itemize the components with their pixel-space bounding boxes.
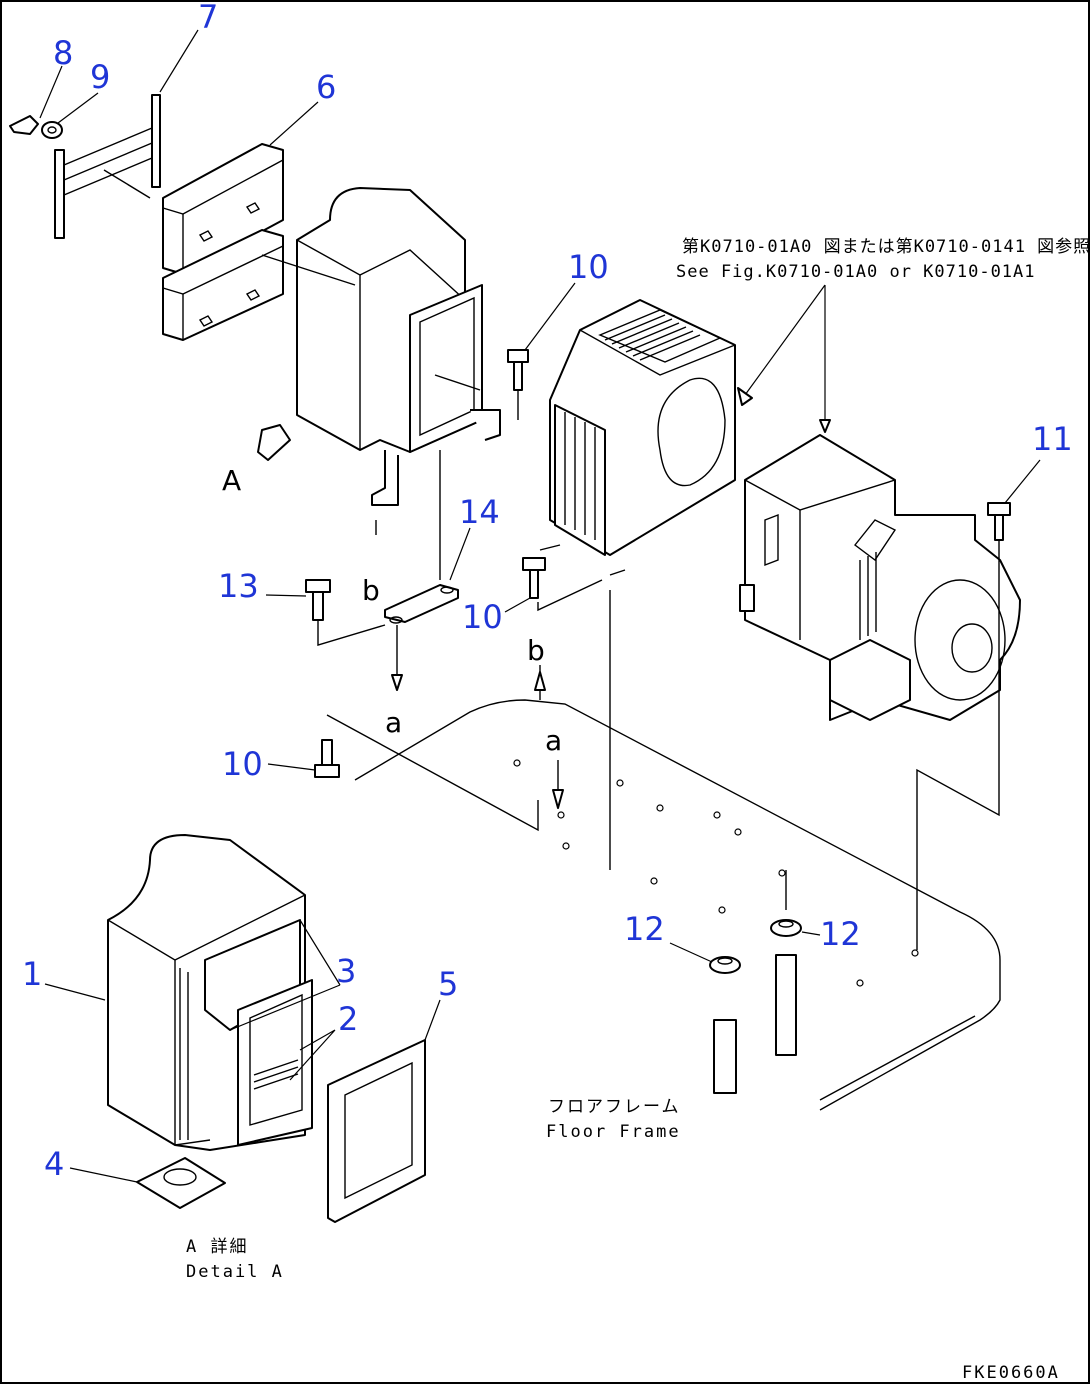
callout-11-center: 10 <box>462 598 503 636</box>
bracket-part-7 <box>54 29 199 239</box>
nut-part-8 <box>9 115 39 135</box>
filter-part-5 <box>327 1039 426 1223</box>
pad-part-4 <box>136 1157 226 1209</box>
callout-3: 3 <box>336 952 356 990</box>
callout-12-right: 12 <box>820 915 861 953</box>
washer-part-9 <box>41 121 63 139</box>
callout-9: 9 <box>90 58 110 96</box>
view-arrow-a <box>257 424 291 461</box>
callout-13: 13 <box>218 567 259 605</box>
connection-mark-a-right: a <box>545 724 562 757</box>
detail-label-jp: A 詳細 <box>186 1237 248 1257</box>
callout-leaders <box>39 65 1041 1183</box>
callout-5: 5 <box>438 965 458 1003</box>
callout-11-right: 11 <box>1032 420 1073 458</box>
bracket-part-14 <box>384 584 459 624</box>
callout-4: 4 <box>44 1145 64 1183</box>
drawing-code: FKE0660A <box>962 1363 1060 1383</box>
bolt-part-11-right <box>987 502 1011 541</box>
callout-10-lower: 10 <box>222 745 263 783</box>
blower-unit <box>739 434 1021 721</box>
floor-frame-plate <box>354 699 1001 1111</box>
bolt-part-11-center <box>522 557 546 599</box>
bolt-part-10-lower <box>314 739 340 778</box>
callout-10-upper: 10 <box>568 248 609 286</box>
reference-note-jp: 第K0710-01A0 図または第K0710-0141 図参照 <box>682 237 1090 257</box>
callout-1: 1 <box>22 955 42 993</box>
bolt-part-10-upper <box>507 349 529 391</box>
heater-assembly-part-1 <box>107 834 313 1151</box>
bolt-part-13 <box>305 579 331 621</box>
view-marker-a: A <box>222 464 241 497</box>
callouts: 8 9 7 6 10 11 14 13 10 10 12 12 1 3 2 5 … <box>22 0 1073 1183</box>
callout-8: 8 <box>53 34 73 72</box>
connection-mark-b-upper: b <box>362 574 380 607</box>
callout-14: 14 <box>459 493 500 531</box>
heater-cover-upper <box>296 187 501 535</box>
filter-part-6 <box>162 143 284 341</box>
floor-frame-label-en: Floor Frame <box>546 1122 681 1142</box>
callout-6: 6 <box>316 68 336 106</box>
callout-12-left: 12 <box>624 910 665 948</box>
radiator-unit <box>539 299 736 576</box>
reference-arrows <box>737 284 831 433</box>
floor-frame-label-jp: フロアフレーム <box>548 1097 681 1117</box>
connection-mark-a-left: a <box>385 706 402 739</box>
connection-mark-b-lower: b <box>527 634 545 667</box>
connection-arrows <box>391 671 564 809</box>
callout-7: 7 <box>198 0 218 36</box>
assembly-lines <box>103 169 1000 1146</box>
detail-label-en: Detail A <box>186 1262 284 1282</box>
collar-part-12 <box>709 919 802 1094</box>
callout-2: 2 <box>338 1000 358 1038</box>
reference-note-en: See Fig.K0710-01A0 or K0710-01A1 <box>676 262 1036 282</box>
